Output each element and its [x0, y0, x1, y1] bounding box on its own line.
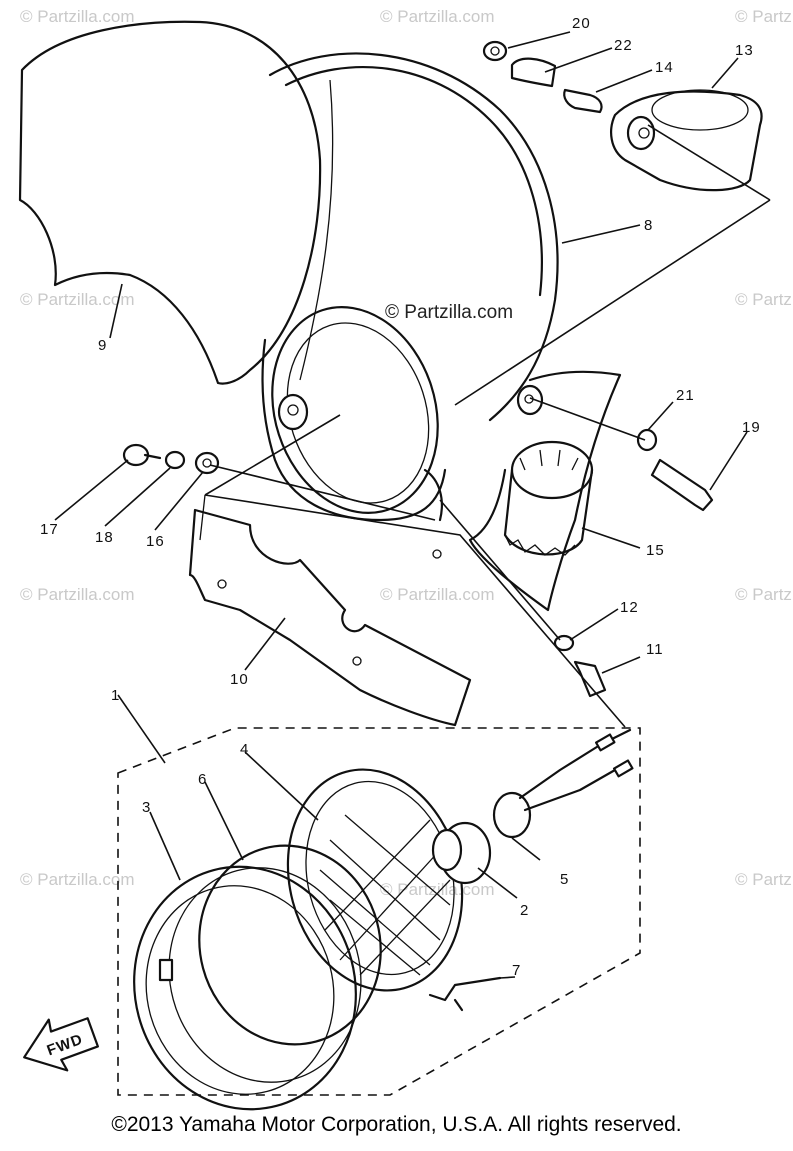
callout-7: 7: [512, 962, 521, 979]
part-9-visor: [18, 20, 322, 385]
callout-2: 2: [520, 902, 529, 919]
part-7-clip: [428, 976, 502, 1012]
callout-18: 18: [95, 529, 114, 546]
part-21-washer: [636, 428, 658, 452]
assembly-guide-lines: [204, 124, 771, 728]
front-direction-arrow: FWD: [23, 1017, 99, 1072]
watermark-tile: © Partzilla.com: [735, 585, 793, 604]
watermark-tile: © Partzilla.com: [20, 870, 135, 889]
callout-12: 12: [620, 599, 639, 616]
watermark-tile: © Partzilla.com: [380, 585, 495, 604]
callout-3: 3: [142, 799, 151, 816]
callout-9: 9: [98, 337, 107, 354]
callout-22: 22: [614, 37, 633, 54]
callout-21: 21: [676, 387, 695, 404]
parts-17-18-16-hardware: [122, 443, 220, 475]
headlight-assembly-box: [117, 727, 641, 1096]
part-2-socket: [431, 821, 492, 885]
callout-11: 11: [646, 641, 664, 658]
callout-13: 13: [735, 42, 754, 59]
watermark-tile: © Partzilla.com: [380, 7, 495, 26]
parts-21-19-hardware: [636, 428, 714, 512]
watermark-tile: © Partzilla.com: [735, 290, 793, 309]
callout-5: 5: [560, 871, 569, 888]
watermark-tile: © Partzilla.com: [735, 7, 793, 26]
part-11-screw: [573, 660, 607, 698]
callout-20: 20: [572, 15, 591, 32]
callout-6: 6: [198, 771, 207, 788]
callout-19: 19: [742, 419, 761, 436]
watermark-tiles: © Partzilla.com © Partzilla.com © Partzi…: [20, 7, 793, 899]
callout-4: 4: [240, 741, 249, 758]
part-15-collar: [503, 440, 594, 556]
callout-15: 15: [646, 542, 665, 559]
part-19-bolt: [650, 458, 714, 512]
callout-16: 16: [146, 533, 165, 550]
callout-14: 14: [655, 59, 674, 76]
part-20-nut: [482, 40, 508, 62]
callout-1: 1: [111, 687, 120, 704]
rim-clip: [158, 958, 174, 982]
parts-12-11-hardware: [553, 634, 607, 698]
part-8-housing: [261, 52, 622, 612]
copyright-notice: ©2013 Yamaha Motor Corporation, U.S.A. A…: [111, 1113, 682, 1136]
watermark-tile: © Partzilla.com: [735, 870, 793, 889]
part-3-rim: [133, 865, 362, 1111]
callout-17: 17: [40, 521, 59, 538]
part-22-clamp: [510, 57, 557, 88]
parts-20-22-14-hardware: [482, 40, 603, 114]
part-5-bulb: [492, 728, 634, 839]
part-18-washer: [164, 450, 186, 470]
watermark-tile: © Partzilla.com: [20, 7, 135, 26]
part-10-plate: [188, 494, 472, 727]
watermark-center: © Partzilla.com: [385, 302, 513, 323]
callout-10: 10: [230, 671, 249, 688]
part-13-bracket: [610, 89, 763, 192]
callout-leaders: [54, 31, 748, 979]
part-6-ring: [198, 844, 382, 1046]
callout-numbers: 20 22 14 13 8 9 21 19 17 18 16 15 12 11 …: [40, 15, 761, 979]
part-16-washer: [194, 451, 220, 475]
part-14-collar: [563, 88, 603, 114]
watermark-tile: © Partzilla.com: [20, 290, 135, 309]
callout-8: 8: [644, 217, 653, 234]
watermark-tile: © Partzilla.com: [20, 585, 135, 604]
